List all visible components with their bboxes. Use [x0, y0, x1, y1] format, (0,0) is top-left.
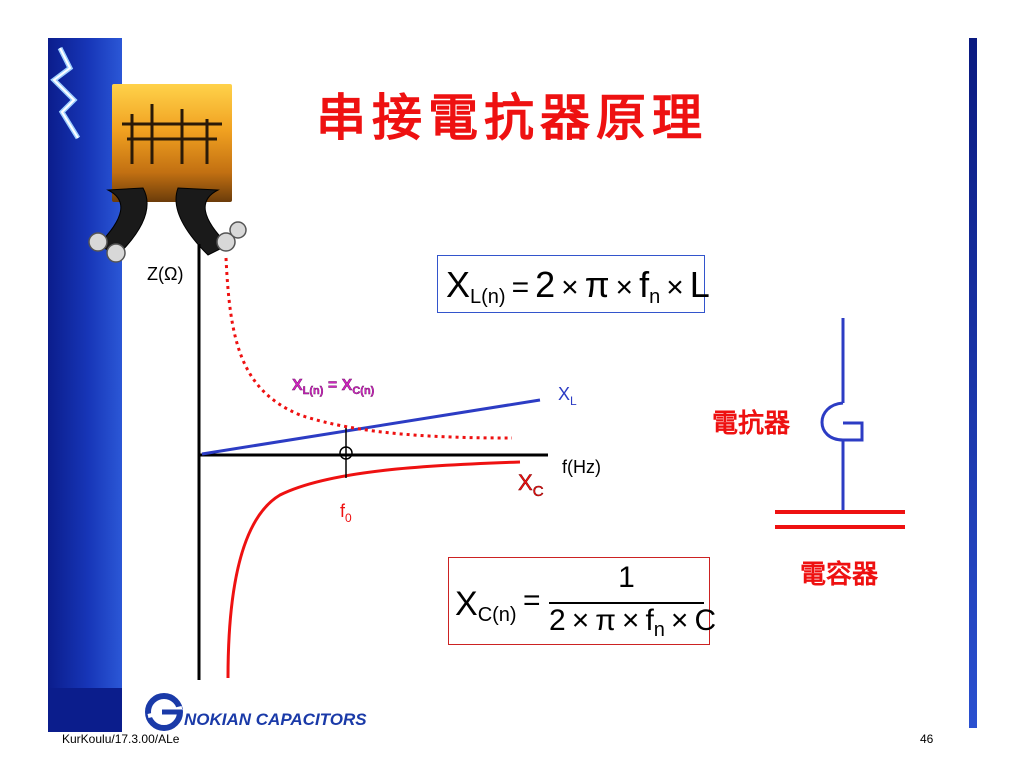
- xl-formula-l: L: [689, 264, 710, 305]
- xc-formula-two: 2: [549, 604, 566, 637]
- xl-formula-two: 2: [535, 264, 556, 305]
- xc-curve: [226, 460, 521, 679]
- xl-formula-lhs-sub: L(n): [470, 286, 506, 308]
- f0-label: f0: [340, 501, 352, 525]
- xc-curve-label: XC: [518, 470, 544, 500]
- xl-formula-f: f: [639, 264, 650, 305]
- bottom-decorative-band: [48, 688, 122, 732]
- xc-formula-f-sub: n: [653, 619, 665, 641]
- xc-formula-pi: π: [595, 604, 616, 637]
- nokian-logo: NOKIAN CAPACITORS: [142, 690, 367, 739]
- xl-formula-f-sub: n: [649, 286, 661, 308]
- xl-curve-label: XL: [558, 384, 577, 408]
- xl-formula-equals: =: [511, 271, 530, 304]
- xc-formula-numerator: 1: [618, 561, 635, 594]
- impedance-dotted-curve: [224, 257, 513, 440]
- substation-silhouette-icon: [122, 104, 222, 164]
- xl-formula: XL(n)=2×π×fn×L: [446, 264, 710, 309]
- xl-formula-times-1: ×: [561, 271, 579, 304]
- xc-formula-denominator: 2×π×fn×C: [549, 604, 716, 642]
- xl-formula-box: XL(n)=2×π×fn×L: [437, 255, 710, 313]
- slide-title: 串接電抗器原理: [316, 88, 708, 147]
- xc-formula-x: X: [455, 585, 478, 623]
- xc-formula-times-2: ×: [621, 604, 640, 637]
- xc-formula-box: XC(n) = 1 2×π×fn×C: [448, 557, 716, 645]
- xl-curve: [201, 398, 541, 456]
- xl-formula-times-2: ×: [615, 271, 634, 304]
- left-decorative-band: [48, 38, 122, 732]
- resonance-condition-label: XL(n) = XC(n): [292, 377, 375, 397]
- reactor-symbol: [820, 401, 864, 442]
- xl-formula-lhs: X: [446, 264, 471, 305]
- lightning-decoration-icon: [50, 46, 81, 140]
- xc-formula-times-3: ×: [670, 604, 689, 637]
- xc-formula-f: f: [645, 604, 654, 637]
- xc-formula-lhs-sub: C(n): [477, 604, 517, 626]
- substation-photo: [112, 84, 232, 202]
- reactor-label: 電抗器: [712, 408, 791, 439]
- xc-formula-fraction-bar: [549, 602, 704, 604]
- capacitor-label: 電容器: [800, 559, 879, 590]
- footer-text: KurKoulu/17.3.00/ALe: [62, 732, 180, 746]
- xl-formula-pi: π: [584, 264, 610, 305]
- x-axis-label: f(Hz): [562, 457, 601, 477]
- xc-formula-c: C: [694, 604, 717, 637]
- y-axis-label: Z(Ω): [147, 264, 183, 284]
- logo-text: NOKIAN CAPACITORS: [184, 710, 367, 729]
- xl-formula-times-3: ×: [666, 271, 684, 304]
- cable-bundle-icon: [88, 187, 247, 263]
- xc-formula-times-1: ×: [571, 604, 590, 637]
- xc-formula-lhs: XC(n): [455, 585, 517, 627]
- nokian-swoosh-icon: [145, 693, 183, 731]
- resonance-marker: [339, 446, 353, 460]
- xc-formula-equals: =: [523, 584, 541, 617]
- page-number: 46: [920, 732, 934, 746]
- right-decorative-line: [969, 38, 977, 728]
